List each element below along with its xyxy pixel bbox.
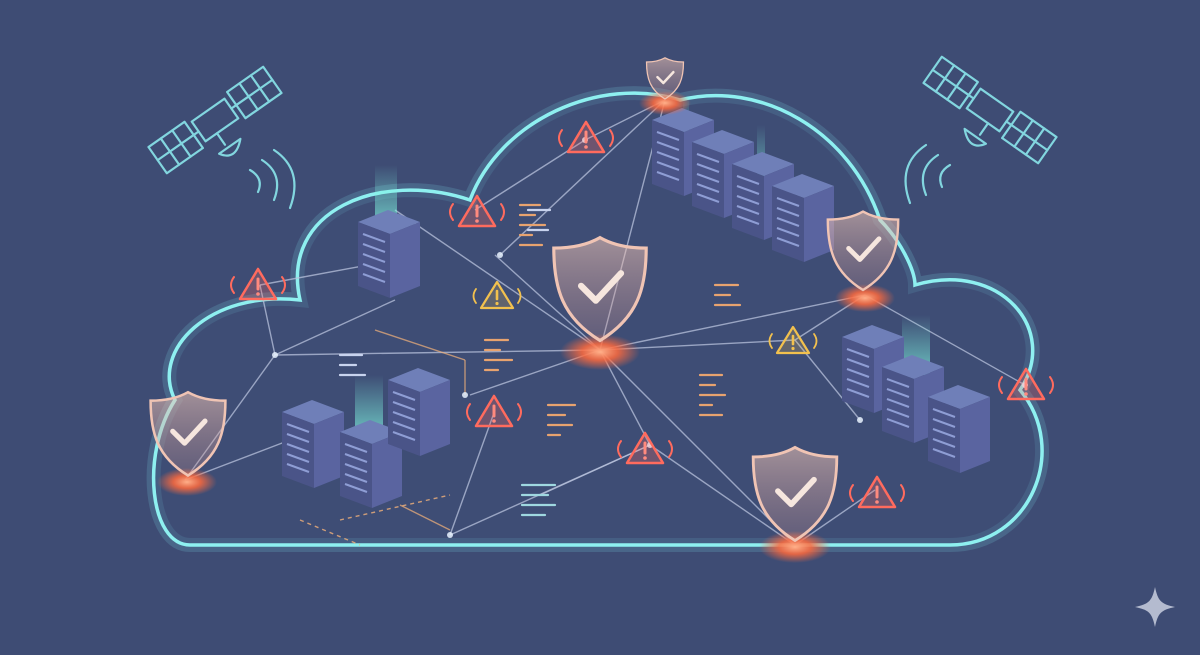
- satellite-right-signal: [904, 143, 952, 205]
- server-single-top: [357, 165, 421, 299]
- server-rack-icon: [281, 399, 345, 489]
- server-cluster-left: [281, 367, 451, 509]
- satellite-right-icon: [922, 55, 1058, 165]
- server-rack-icon: [357, 209, 421, 299]
- sparkle-icon: [1135, 587, 1175, 627]
- server-cluster-top: [651, 95, 835, 263]
- server-rack-icon: [771, 173, 835, 263]
- shield-glows: [157, 91, 895, 563]
- satellite-left-signal: [248, 148, 296, 210]
- server-rack-icon: [387, 367, 451, 457]
- satellite-left-icon: [147, 65, 283, 175]
- server-cluster-right: [841, 315, 991, 474]
- server-rack-icon: [927, 384, 991, 474]
- code-snippets: [338, 203, 742, 517]
